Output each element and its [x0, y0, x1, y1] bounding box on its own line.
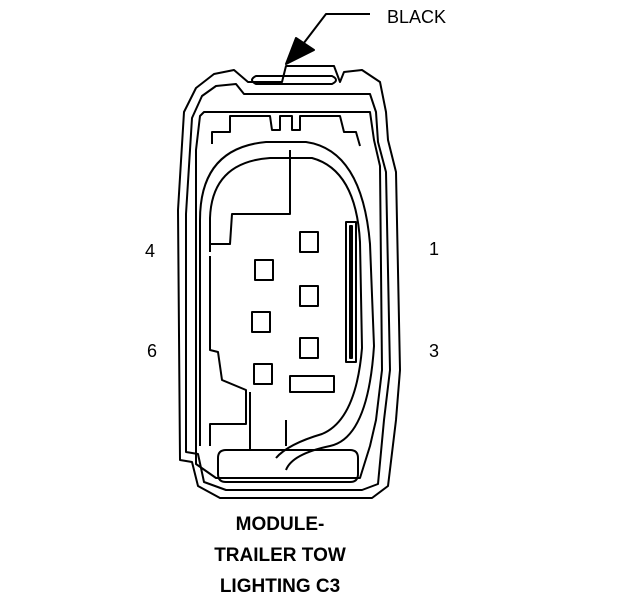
terminal-insert: [199, 115, 375, 471]
insert-top-rail: [211, 115, 361, 147]
pin-label-1: 1: [429, 239, 440, 259]
insert-right-rail: [345, 221, 357, 363]
housing-outer-shell: [177, 65, 401, 499]
pin-label-4: 4: [145, 241, 156, 261]
cavity-pin-3: [299, 337, 319, 359]
insert-polarizing-key: [210, 150, 291, 245]
cavity-pin-4: [254, 259, 274, 281]
terminal-cavities: [251, 231, 335, 393]
housing-inner-wall: [195, 111, 383, 479]
cavity-pin-6: [253, 363, 273, 385]
bottom-lock: [217, 449, 359, 483]
insert-bottom-post: [249, 392, 287, 450]
insert-outer-arch: [199, 141, 375, 471]
pin-label-3: 3: [429, 341, 440, 361]
connector-title-line-1: MODULE-: [235, 514, 325, 535]
housing-inner-shell: [185, 83, 391, 491]
cavity-pin-2: [299, 285, 319, 307]
insert-inner-arch: [209, 157, 363, 459]
connector-title-line-2: TRAILER TOW: [214, 545, 346, 566]
cavity-pin-1: [299, 231, 319, 253]
insert-left-steps: [209, 256, 247, 446]
callout-pointer: [285, 13, 370, 65]
insert-right-rail-slot: [349, 225, 353, 359]
callout-label: BLACK: [387, 7, 447, 27]
cavity-pin-5: [251, 311, 271, 333]
cavity-slot: [289, 375, 335, 393]
bottom-lock-tab: [217, 449, 359, 483]
top-latch-bar: [251, 75, 337, 85]
connector-housing: [177, 65, 401, 499]
connector-title-line-3: LIGHTING C3: [219, 576, 341, 597]
pin-label-6: 6: [147, 341, 158, 361]
